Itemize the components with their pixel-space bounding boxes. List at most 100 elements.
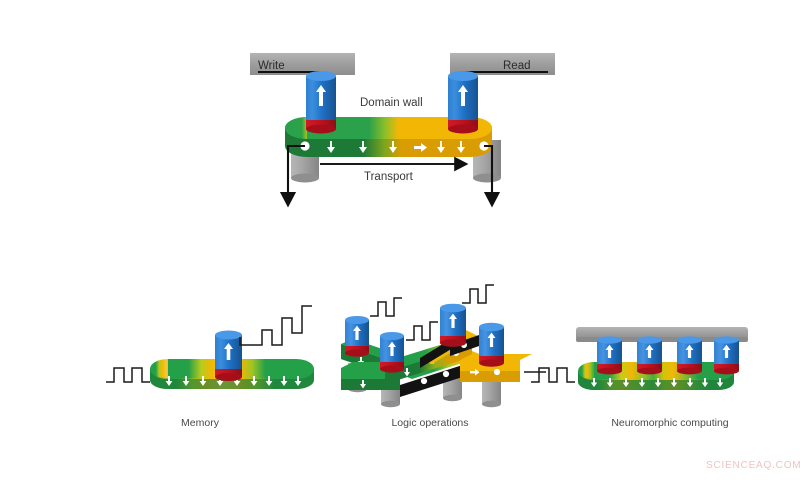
neuro-pillar-2-contact: [637, 364, 662, 371]
moment-arrow: [716, 378, 724, 388]
moment-arrow: [493, 368, 501, 376]
memory-pillar-contact-bottom: [215, 373, 242, 381]
logic-branch-ll-plate: [341, 368, 400, 379]
moment-arrow: [590, 378, 598, 388]
racetrack-track: [285, 117, 492, 157]
logic-pillar-1-top: [345, 316, 369, 324]
logic-pillar-4-magnetization-arrow: [487, 332, 496, 347]
moment-arrow: [686, 378, 694, 388]
write-pillar-contact-bottom: [306, 124, 336, 134]
neuro-pillar-1-magnetization-arrow: [605, 344, 614, 358]
neuro-input-waveform: [531, 367, 575, 383]
neuro-pillar-1-contact-bottom: [597, 367, 622, 375]
memory-pillar-lead: [239, 337, 252, 346]
moment-arrow: [327, 141, 335, 153]
logic-pillar-3: [440, 303, 466, 347]
moment-arrow: [165, 376, 173, 386]
logic-beam-right-front: [460, 370, 520, 382]
logic-pillar-2: [380, 332, 404, 373]
logic-pillar-2-magnetization-arrow: [388, 341, 396, 356]
moment-arrow: [670, 378, 678, 388]
moment-arrow: [358, 357, 364, 366]
neuro-pillar-3-contact: [677, 364, 702, 371]
moment-arrow: [606, 378, 614, 388]
moment-arrow: [389, 141, 397, 153]
panel-memory: Memory: [106, 305, 314, 429]
neuro-pillar-2: [637, 336, 662, 375]
read-label: Read: [503, 60, 531, 72]
moment-arrow: [216, 376, 224, 386]
domain-wall-label: Domain wall: [360, 97, 423, 109]
neuro-pillar-1-contact: [597, 364, 622, 371]
logic-waveform-middle: [406, 321, 438, 341]
logic-pillar-3-top: [440, 303, 466, 313]
moment-arrow: [470, 368, 480, 376]
logic-leg-4-base: [482, 400, 501, 408]
logic-waveform-upper-left: [370, 297, 402, 317]
moment-arrow: [654, 378, 662, 388]
moment-arrow: [442, 370, 450, 378]
logic-operations-caption: Logic operations: [391, 417, 468, 429]
write-electrode-bar: Write: [250, 53, 355, 75]
logic-leg-2-base: [381, 400, 400, 408]
neuro-pillar-1: [597, 336, 622, 375]
left-current-lead: [279, 144, 305, 208]
neuro-pillar-4-magnetization-arrow: [722, 344, 731, 358]
moment-arrow: [182, 376, 190, 386]
right-current-lead: [483, 144, 501, 208]
neuro-pillar-2-contact-bottom: [637, 367, 662, 375]
moment-arrow: [250, 376, 258, 386]
panel-logic-operations: Logic operations: [341, 284, 546, 429]
moment-arrow: [233, 376, 241, 386]
memory-pillar-top: [215, 330, 242, 340]
logic-pillar-1: [345, 316, 369, 357]
panel-neuromorphic-computing: Neuromorphic computing: [531, 327, 748, 429]
write-label: Write: [258, 60, 285, 72]
neuro-pillar-2-top: [637, 336, 662, 344]
transport-label: Transport: [364, 171, 414, 183]
read-electrode-bar: Read: [450, 53, 555, 75]
moment-arrow-domain-wall: [414, 143, 427, 152]
write-pillar: [306, 71, 336, 134]
memory-pillar-magnetization-arrow: [224, 343, 233, 360]
logic-waveform-upper-right: [462, 284, 494, 304]
memory-pillar: [215, 330, 242, 381]
logic-pillar-2-contact-bottom: [380, 365, 404, 373]
moment-arrow: [420, 377, 428, 385]
left-leg-bottom: [291, 173, 319, 183]
neuro-pillar-3: [677, 336, 702, 375]
neuro-pillar-1-top: [597, 336, 622, 344]
moment-arrow: [360, 380, 366, 389]
neuro-moment-arrows: [590, 378, 724, 388]
neuro-pillar-4-top: [714, 336, 739, 344]
moment-arrow: [622, 378, 630, 388]
logic-leg-4: [482, 378, 501, 404]
write-pillar-top: [306, 71, 336, 81]
read-pillar: [448, 71, 478, 134]
moment-arrow: [199, 376, 207, 386]
logic-pillar-3-magnetization-arrow: [449, 313, 457, 328]
memory-output-waveform: [252, 305, 312, 346]
logic-pillar-1-magnetization-arrow: [353, 325, 361, 340]
logic-pillar-4: [479, 322, 504, 367]
neuro-pillar-2-magnetization-arrow: [645, 344, 654, 358]
logic-pillar-4-contact-bottom: [479, 359, 504, 367]
memory-input-waveform: [106, 367, 150, 383]
moment-arrow: [359, 141, 367, 153]
logic-leg-3-base: [443, 394, 462, 402]
memory-caption: Memory: [181, 417, 220, 429]
write-pillar-magnetization-arrow: [316, 85, 326, 106]
moment-arrow: [701, 378, 709, 388]
neuromorphic-computing-caption: Neuromorphic computing: [611, 417, 728, 429]
write-bar-body: [250, 53, 355, 75]
neuro-bar-body: [576, 327, 748, 340]
track-top-plate: [307, 117, 470, 139]
memory-moment-arrows: [165, 376, 302, 386]
read-bar-body: [450, 53, 555, 75]
moment-arrow: [638, 378, 646, 388]
moment-arrow: [437, 141, 445, 153]
logic-pillar-4-top: [479, 322, 504, 332]
